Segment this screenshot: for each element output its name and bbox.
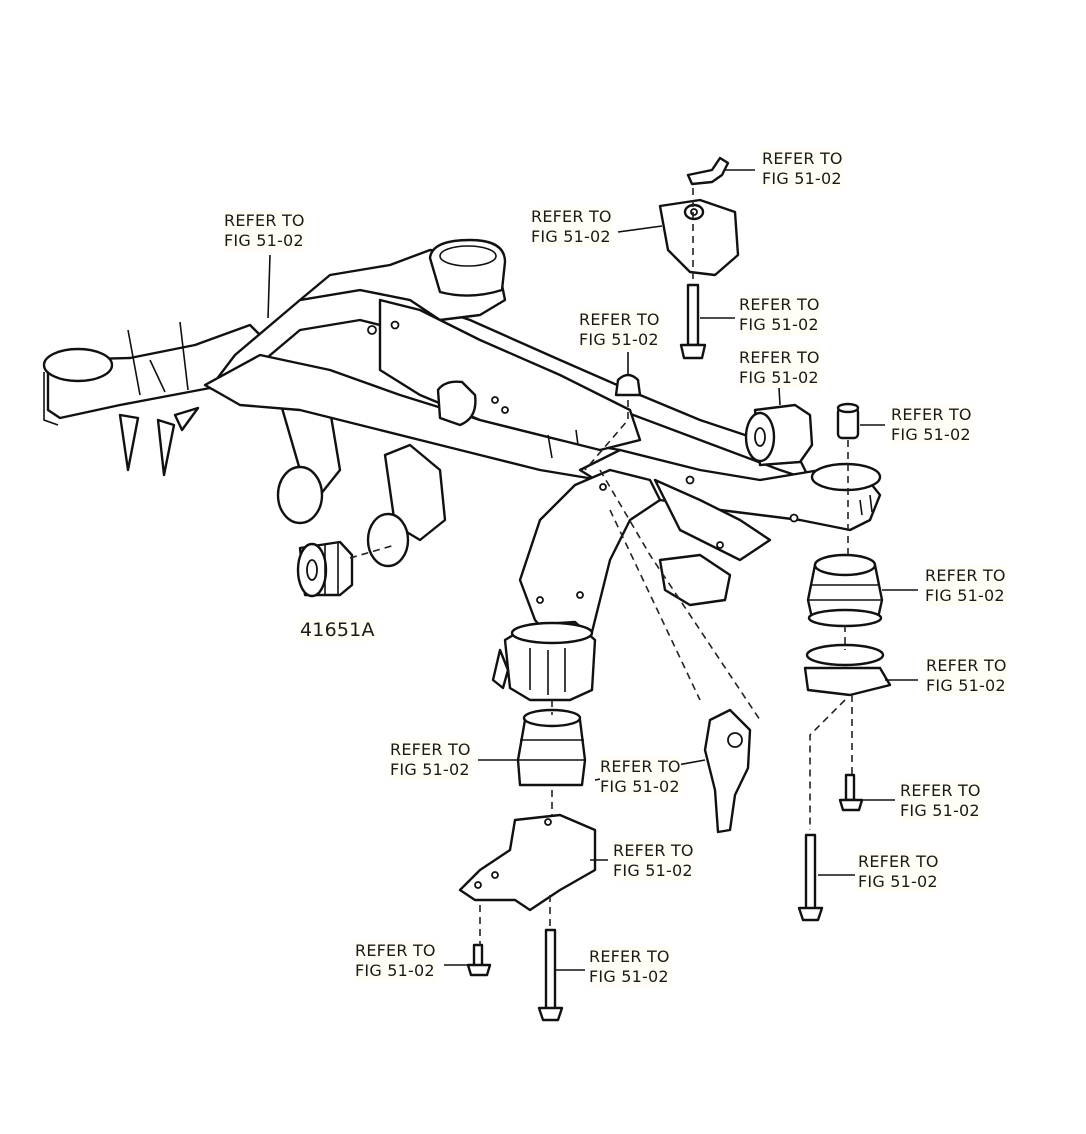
callout-line2: FIG 51-02 [926,676,1006,695]
callout-bolt-left-long: REFER TO FIG 51-02 [589,947,670,987]
callout-line1: REFER TO [926,656,1007,675]
sleeve-part [836,402,860,440]
callout-line2: FIG 51-02 [579,330,659,349]
callout-frame-left-rail: REFER TO FIG 51-02 [224,211,305,251]
rear-suspension-member [42,238,882,702]
clip-part [686,156,730,186]
callout-line1: REFER TO [891,405,972,424]
callout-stopper-plate-left: REFER TO FIG 51-02 [613,841,694,881]
callout-line1: REFER TO [925,566,1006,585]
callout-line2: FIG 51-02 [762,169,842,188]
callout-support-bracket-center: REFER TO FIG 51-02 [600,757,681,797]
callout-line1: REFER TO [739,348,820,367]
bolt-right-short-part [838,773,864,812]
callout-cushion-left: REFER TO FIG 51-02 [390,740,471,780]
callout-line1: REFER TO [390,740,471,759]
callout-line1: REFER TO [858,852,939,871]
callout-mount-bracket-top: REFER TO FIG 51-02 [762,149,843,189]
callout-line2: FIG 51-02 [900,801,980,820]
callout-line1: REFER TO [762,149,843,168]
callout-cushion-right: REFER TO FIG 51-02 [925,566,1006,606]
callout-bolt-right-long: REFER TO FIG 51-02 [858,852,939,892]
bolt-left-long-part [537,928,564,1022]
callout-collar-nut: REFER TO FIG 51-02 [579,310,660,350]
callout-line1: REFER TO [531,207,612,226]
callout-line1: REFER TO [589,947,670,966]
callout-line2: FIG 51-02 [600,777,680,796]
callout-line2: FIG 51-02 [390,760,470,779]
bushing-41651a-part [296,540,354,598]
upper-bracket-part [658,198,740,277]
stopper-plate-right-part [803,643,892,697]
part-number-label: 41651A [300,619,375,641]
callout-line2: FIG 51-02 [739,315,819,334]
callout-bolt-left-short: REFER TO FIG 51-02 [355,941,436,981]
callout-line2: FIG 51-02 [891,425,971,444]
callout-line1: REFER TO [224,211,305,230]
cushion-left-part [516,708,587,787]
callout-line2: FIG 51-02 [224,231,304,250]
callout-line2: FIG 51-02 [589,967,669,986]
callout-line1: REFER TO [613,841,694,860]
callout-line1: REFER TO [739,295,820,314]
callout-line2: FIG 51-02 [613,861,693,880]
support-bracket-part [703,708,752,834]
callout-line1: REFER TO [355,941,436,960]
callout-line2: FIG 51-02 [858,872,938,891]
callout-line1: REFER TO [579,310,660,329]
bushing-upper-right-part [744,403,814,467]
callout-bushing-upper-right: REFER TO FIG 51-02 [739,348,820,388]
callout-line2: FIG 51-02 [531,227,611,246]
bolt-left-short-part [466,943,492,977]
callout-line2: FIG 51-02 [739,368,819,387]
callout-bolt-right-short: REFER TO FIG 51-02 [900,781,981,821]
callout-upper-bolt: REFER TO FIG 51-02 [739,295,820,335]
callout-line1: REFER TO [600,757,681,776]
callout-line2: FIG 51-02 [355,961,435,980]
collar-nut-part [614,373,642,397]
callout-line2: FIG 51-02 [925,586,1005,605]
callout-line1: REFER TO [900,781,981,800]
bolt-right-long-part [797,833,824,922]
callout-sleeve-right: REFER TO FIG 51-02 [891,405,972,445]
callout-stopper-plate-right: REFER TO FIG 51-02 [926,656,1007,696]
callout-bracket-upper: REFER TO FIG 51-02 [531,207,612,247]
cushion-right-part [806,553,884,628]
assembly-lines [349,188,853,945]
stopper-plate-left-part [458,813,597,912]
upper-bolt-part [679,283,707,360]
